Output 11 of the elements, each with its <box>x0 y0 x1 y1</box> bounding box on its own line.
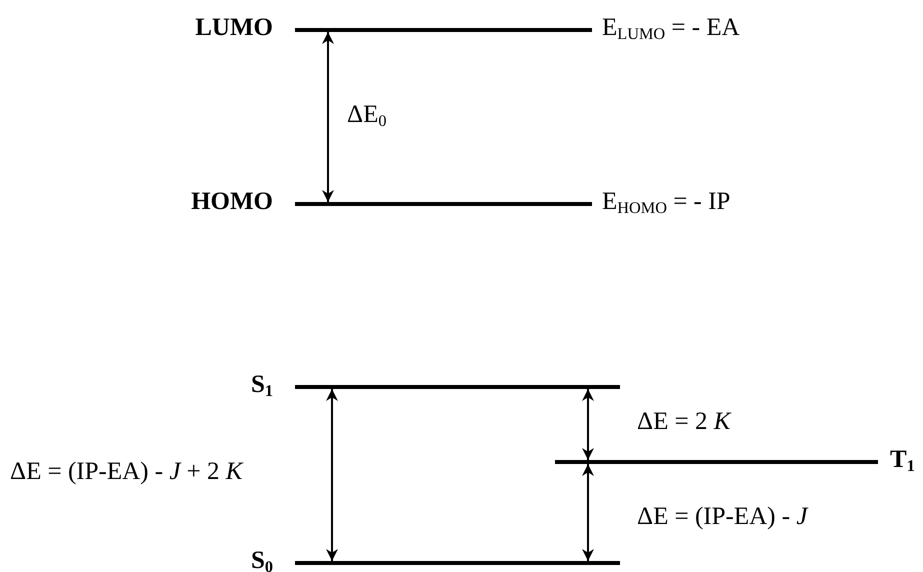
double-headed-arrow <box>582 464 594 561</box>
energy-formula: E$_{LUMO}$ = - EA <box>602 13 740 43</box>
level-name: LUMO <box>195 13 273 43</box>
level-name: HOMO <box>191 187 273 217</box>
energy-formula: E$_{HOMO}$ = - IP <box>602 187 730 217</box>
level-name: T$_{1}$ <box>890 445 915 475</box>
level-name: S$_{1}$ <box>250 370 273 400</box>
double-headed-arrow <box>582 389 594 460</box>
double-headed-arrow <box>322 32 334 202</box>
level-name: S$_{0}$ <box>250 546 273 572</box>
double-headed-arrow <box>326 389 338 561</box>
